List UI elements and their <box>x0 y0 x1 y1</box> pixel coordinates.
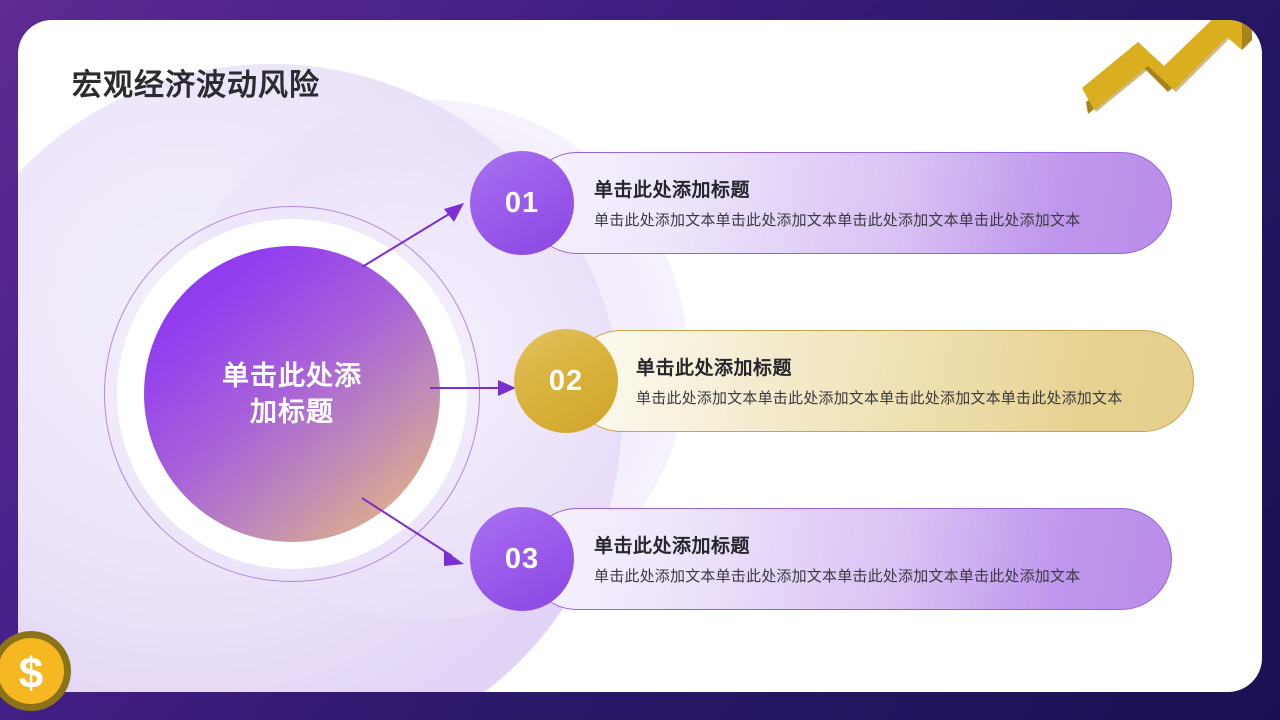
row-1-number-badge[interactable]: 01 <box>470 151 574 255</box>
dollar-coin-icon: $ <box>0 631 71 711</box>
page-title: 宏观经济波动风险 <box>72 69 320 102</box>
row-1-text-block: 单击此处添加标题 单击此处添加文本单击此处添加文本单击此处添加文本单击此处添加文… <box>594 175 1080 230</box>
row-3-text-block: 单击此处添加标题 单击此处添加文本单击此处添加文本单击此处添加文本单击此处添加文… <box>594 531 1080 586</box>
row-1-number: 01 <box>504 186 540 219</box>
row-3-body: 单击此处添加文本单击此处添加文本单击此处添加文本单击此处添加文本 <box>594 568 1081 585</box>
row-3-title: 单击此处添加标题 <box>594 536 751 557</box>
hub-label-line1: 单击此处添 <box>222 360 362 391</box>
coin-dollar-symbol: $ <box>19 649 43 698</box>
slide-card: 宏观经济波动风险 单击此处添加标题 <box>18 20 1262 692</box>
row-3-number: 03 <box>504 542 540 575</box>
row-1-pill[interactable] <box>526 152 1172 254</box>
hub-label: 单击此处添加标题 <box>207 358 377 431</box>
growth-arrow-icon <box>1082 20 1252 114</box>
row-2-body: 单击此处添加文本单击此处添加文本单击此处添加文本单击此处添加文本 <box>636 390 1123 407</box>
row-2-title: 单击此处添加标题 <box>636 358 793 379</box>
row-1-title: 单击此处添加标题 <box>594 180 751 201</box>
row-2-number: 02 <box>548 364 584 397</box>
hub-label-line2: 加标题 <box>250 397 334 427</box>
hub-core-circle[interactable]: 单击此处添加标题 <box>144 246 440 542</box>
row-2-number-badge[interactable]: 02 <box>514 329 618 433</box>
row-2-text-block: 单击此处添加标题 单击此处添加文本单击此处添加文本单击此处添加文本单击此处添加文… <box>636 353 1122 408</box>
row-2-pill[interactable] <box>570 330 1194 432</box>
row-1-body: 单击此处添加文本单击此处添加文本单击此处添加文本单击此处添加文本 <box>594 212 1081 229</box>
center-hub: 单击此处添加标题 <box>104 206 480 582</box>
row-3-number-badge[interactable]: 03 <box>470 507 574 611</box>
hub-outline-ring <box>104 206 480 582</box>
row-3-pill[interactable] <box>526 508 1172 610</box>
